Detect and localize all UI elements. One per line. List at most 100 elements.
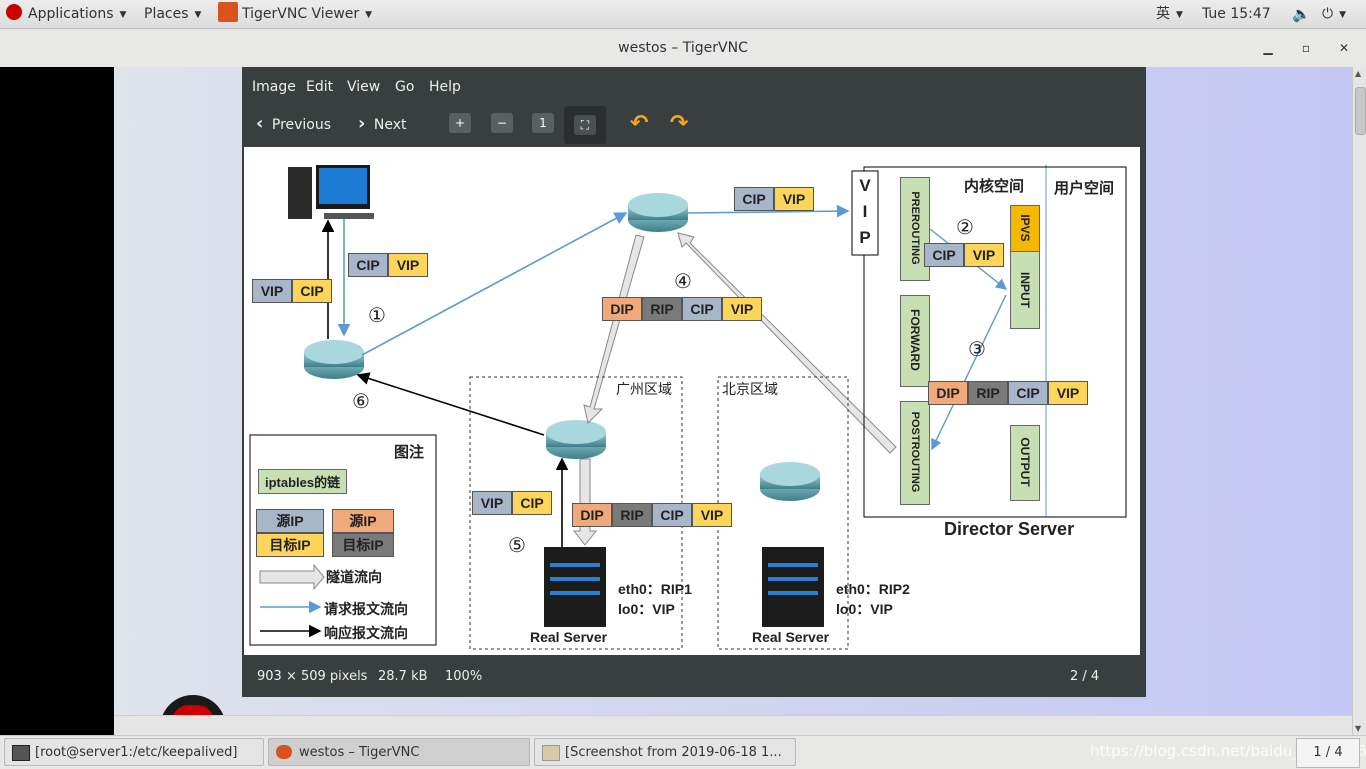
rs1-lo0-label: lo0：VIP [618,601,675,617]
applications-menu[interactable]: Applications ▼ [6,0,126,28]
minimize-button[interactable]: ▁ [1263,41,1273,55]
scroll-down-icon[interactable]: ▼ [1355,724,1362,733]
redhat-icon [6,4,22,20]
tunnel-arrow [572,458,598,546]
top-bar: Applications ▼ Places ▼ TigerVNC Viewer ▼ 英… [0,0,1366,29]
active-app-menu[interactable]: TigerVNC Viewer ▼ [218,0,372,28]
remote-display[interactable]: Image Edit View Go Help ‹ Previous › Nex… [0,67,1366,736]
image-viewer-icon [542,745,560,761]
previous-button[interactable]: ‹ Previous [256,103,331,145]
router-icon [546,420,606,459]
menu-edit[interactable]: Edit [306,79,334,95]
close-button[interactable]: ✕ [1338,41,1350,55]
router-icon [304,340,364,379]
task-screenshot[interactable]: [Screenshot from 2019-06-18 1... [534,738,796,766]
workspace-pager[interactable]: 1 / 4 [1296,738,1360,768]
menu-help[interactable]: Help [429,79,461,95]
terminal-icon [12,745,30,761]
remote-desktop[interactable]: Image Edit View Go Help ‹ Previous › Nex… [114,67,1352,736]
status-zoom: 100% [445,669,483,684]
legend-tunnel-label: 隧道流向 [326,569,382,585]
active-app-label: TigerVNC Viewer [242,6,360,22]
forward-chain: FORWARD [900,295,930,387]
step-3-label: ③ [968,339,986,361]
clock[interactable]: Tue 15:47 [1202,0,1271,28]
zoom-out-icon[interactable]: − [491,113,513,133]
router-icon [760,462,820,501]
input-method-menu[interactable]: 英▼ [1156,0,1183,28]
task-terminal[interactable]: [root@server1:/etc/keepalived] [4,738,264,766]
vip-box [851,170,879,256]
director-server-box [863,166,1127,518]
tunnel-arrow [583,234,645,424]
vnc-titlebar: westos – TigerVNC ▁ ▫ ✕ [0,29,1366,68]
scroll-up-icon[interactable]: ▲ [1355,69,1362,78]
tigervnc-icon [218,2,238,22]
applications-label: Applications [28,6,114,22]
vertical-scrollbar[interactable]: ▲ ▼ [1352,67,1366,735]
user-space-label: 用户空间 [1054,180,1115,197]
task-tigervnc[interactable]: westos – TigerVNC [268,738,530,766]
maximize-button[interactable]: ▫ [1301,41,1311,55]
tunnel-legend-arrow [259,563,325,591]
chevron-down-icon: ▼ [1176,10,1183,20]
remote-taskbar [114,715,1352,736]
zoom-fit-button[interactable]: ⛶ [564,106,606,144]
real-server-2-label: Real Server [752,629,830,645]
request-arrow [361,212,628,356]
status-filesize: 28.7 kB [378,669,428,684]
viewer-menubar: Image Edit View Go Help [242,67,1146,103]
status-index: 2 / 4 [1070,669,1100,684]
rotate-left-icon[interactable]: ↶ [630,111,649,136]
image-viewer-window: Image Edit View Go Help ‹ Previous › Nex… [242,67,1146,697]
menu-image[interactable]: Image [252,79,296,95]
tunnel-arrow [677,232,897,454]
arrow-left-icon: ‹ [256,113,264,134]
beijing-label: 北京区域 [722,381,778,397]
legend-response-label: 响应报文流向 [324,625,408,641]
zoom-normal-icon[interactable]: 1 [532,113,554,133]
rotate-right-icon[interactable]: ↷ [670,111,689,136]
client-computer-icon [288,165,374,219]
request-arrow [687,204,850,218]
places-label: Places [144,6,189,22]
output-chain: OUTPUT [1010,425,1040,501]
step-2-label: ② [956,217,974,239]
zoom-in-icon[interactable]: + [449,113,471,133]
next-button[interactable]: › Next [358,103,407,145]
input-chain: INPUT [1010,251,1040,329]
step-1-label: ① [368,305,386,327]
rs2-eth0-label: eth0：RIP2 [836,581,910,597]
ipvs-chain: IPVS [1010,205,1040,253]
rs2-lo0-label: lo0：VIP [836,601,893,617]
guangzhou-label: 广州区域 [616,381,672,397]
chevron-down-icon: ▼ [194,10,202,20]
menu-view[interactable]: View [347,79,381,95]
rs1-eth0-label: eth0：RIP1 [618,581,692,597]
response-arrow [356,372,545,436]
real-server-1-icon [544,547,606,627]
legend-title: 图注 [394,444,425,461]
arrow-right-icon: › [358,113,366,134]
task-tigervnc-label: westos – TigerVNC [299,745,420,760]
viewer-statusbar: 903 × 509 pixels 28.7 kB 100% 2 / 4 [242,657,1146,697]
request-arrow [931,294,1007,451]
scroll-thumb[interactable] [1355,87,1366,135]
menu-go[interactable]: Go [395,79,415,95]
chevron-down-icon: ▼ [119,10,127,20]
places-menu[interactable]: Places ▼ [144,0,201,28]
kernel-space-label: 内核空间 [964,178,1025,195]
router-icon [628,193,688,232]
power-icon[interactable]: ⏻▼ [1322,6,1346,22]
chevron-down-icon: ▼ [1339,10,1346,20]
chevron-down-icon: ▼ [365,10,373,20]
volume-icon[interactable]: 🔈 [1292,5,1311,23]
